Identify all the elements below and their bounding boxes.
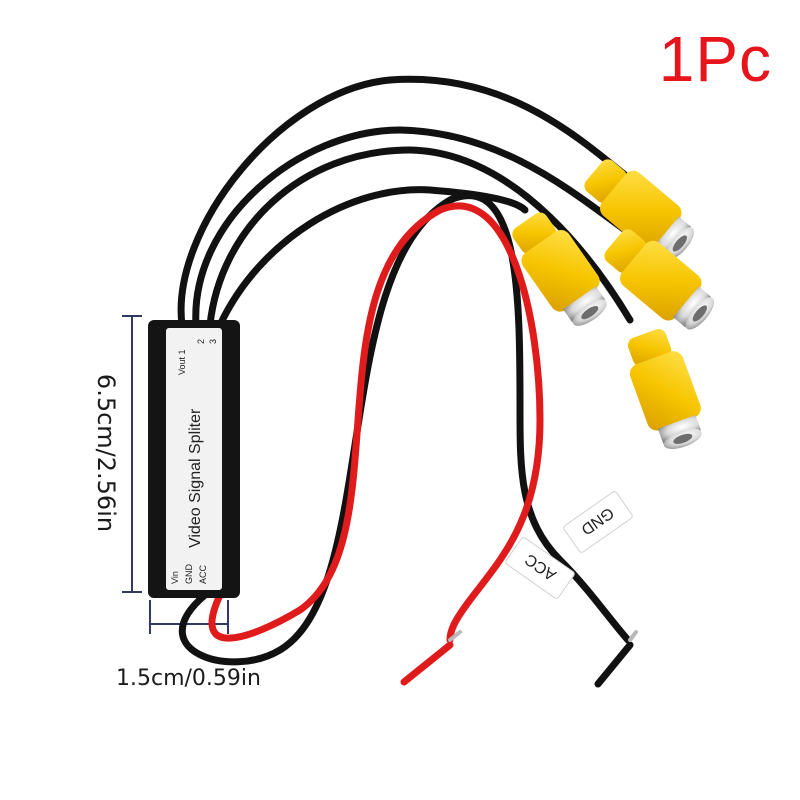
quantity-label: 1Pc: [658, 23, 772, 95]
acc-wire-tag: ACC: [505, 537, 575, 599]
device-output-2: 2: [196, 339, 206, 344]
device-output-3: 3: [208, 339, 218, 344]
device-input-acc: ACC: [198, 564, 208, 584]
device-title: Video Signal Spliter: [187, 408, 204, 548]
signal-cables: [177, 75, 634, 329]
gnd-wire-tag: GND: [563, 491, 633, 553]
splitter-box: Video Signal Spliter Vout 1 2 3 Vin GND …: [148, 320, 240, 598]
rca-connector-4: [627, 329, 702, 450]
power-leads: [178, 192, 638, 688]
device-input-vin: Vin: [170, 571, 180, 584]
rca-connector-2: [604, 229, 715, 330]
device-input-gnd: GND: [184, 564, 194, 585]
length-dimension-text: 6.5cm/2.56in: [92, 373, 120, 533]
width-dimension: 1.5cm/0.59in: [116, 666, 261, 691]
length-dimension: 6.5cm/2.56in: [86, 312, 126, 594]
rca-connector-3: [512, 212, 607, 326]
device-output-label: Vout 1: [177, 349, 187, 375]
